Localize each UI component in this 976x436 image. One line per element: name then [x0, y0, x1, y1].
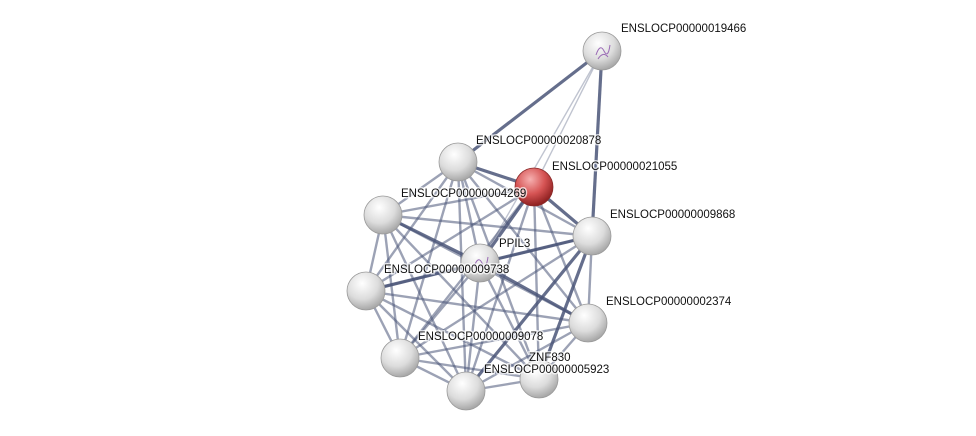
edge-n2374-n9078[interactable] [399, 321, 589, 360]
edge-n9738-n2374[interactable] [365, 289, 589, 325]
protein-structure-icon [473, 256, 489, 272]
protein-node[interactable] [568, 303, 608, 343]
node-label: ENSLOCP00000020878 [476, 135, 601, 147]
protein-node[interactable] [582, 31, 622, 71]
edge-n4269-n9868[interactable] [382, 213, 593, 238]
node-n5923[interactable]: ENSLOCP00000005923 [446, 363, 611, 411]
node-n19466[interactable]: ENSLOCP00000019466 [582, 22, 748, 71]
node-nPPIL3[interactable]: PPIL3 [460, 237, 532, 283]
edge-n19466-n20878[interactable] [457, 49, 603, 164]
node-label: ENSLOCP00000009738 [384, 264, 509, 276]
edge-n9078-nZNF830[interactable] [399, 356, 540, 381]
protein-node[interactable] [519, 359, 559, 399]
edge-n9738-n5923[interactable] [365, 290, 467, 392]
edge-nPPIL3-n9738[interactable] [365, 261, 481, 293]
edge-n20878-n9738[interactable] [365, 161, 459, 292]
node-label: ENSLOCP00000002374 [606, 296, 732, 308]
protein-structure-icon [595, 44, 611, 60]
node-n21055[interactable]: ENSLOCP00000021055 [514, 160, 679, 207]
protein-node[interactable] [363, 195, 403, 235]
edge-n19466-n9868[interactable] [590, 50, 604, 237]
node-n9078[interactable]: ENSLOCP00000009078 [380, 330, 545, 378]
edge-n20878-n9078[interactable] [398, 161, 460, 359]
node-label: ENSLOCP00000005923 [484, 364, 609, 376]
edge-n4269-nZNF830[interactable] [382, 214, 540, 380]
query-protein-node[interactable] [514, 167, 554, 207]
edge-n9738-nZNF830[interactable] [365, 289, 540, 381]
edge-nPPIL3-nZNF830[interactable] [478, 262, 541, 380]
edge-n21055-n4269[interactable] [382, 185, 535, 217]
node-nZNF830[interactable]: ZNF830 [519, 351, 572, 399]
node-label: ENSLOCP00000004269 [401, 188, 526, 200]
protein-node[interactable] [446, 371, 486, 411]
node-label: ENSLOCP00000009078 [418, 331, 543, 343]
node-n9738[interactable]: ENSLOCP00000009738 [346, 263, 511, 311]
edge-n2374-n5923[interactable] [465, 321, 589, 393]
edge-n9868-nZNF830[interactable] [537, 235, 594, 380]
edge-n4269-n5923[interactable] [381, 214, 468, 392]
node-n20878[interactable]: ENSLOCP00000020878 [438, 134, 603, 182]
protein-node[interactable] [572, 216, 612, 256]
edge-n21055-nZNF830[interactable] [532, 186, 541, 380]
edge-nPPIL3-n2374[interactable] [479, 261, 589, 325]
edge-nPPIL3-n5923[interactable] [464, 262, 482, 392]
protein-node[interactable] [346, 271, 386, 311]
node-label: ZNF830 [529, 352, 571, 364]
edge-n4269-n9078[interactable] [381, 214, 402, 359]
edge-n21055-n5923[interactable] [464, 186, 536, 392]
node-n2374[interactable]: ENSLOCP00000002374 [568, 295, 733, 343]
node-n9868[interactable]: ENSLOCP00000009868 [572, 208, 737, 256]
protein-node[interactable] [438, 142, 478, 182]
node-n4269[interactable]: ENSLOCP00000004269 [363, 187, 528, 235]
node-label: PPIL3 [499, 238, 530, 250]
node-label: ENSLOCP00000009868 [610, 209, 735, 221]
edge-n19466-n21055[interactable] [533, 50, 603, 188]
node-label: ENSLOCP00000021055 [552, 161, 677, 173]
edge-n20878-n2374[interactable] [457, 161, 589, 324]
node-label: ENSLOCP00000019466 [621, 23, 746, 35]
protein-node[interactable] [460, 243, 500, 283]
edge-n21055-n9738[interactable] [365, 185, 535, 293]
edge-nPPIL3-n9078[interactable] [399, 262, 481, 359]
protein-node[interactable] [380, 338, 420, 378]
